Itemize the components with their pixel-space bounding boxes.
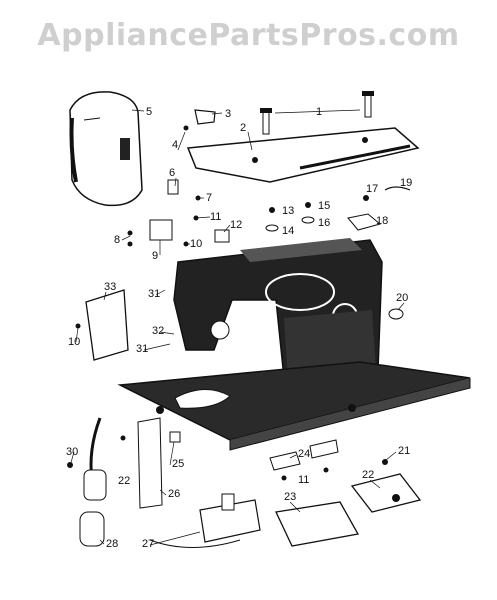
leader-1 [274,109,361,114]
top-screw-right[interactable] [362,91,374,118]
callout-8: 8 [114,234,120,246]
callout-16: 16 [318,217,330,229]
callout-17: 17 [366,183,378,195]
callout-3: 3 [225,108,231,120]
callout-10a: 10 [190,238,202,250]
callout-13: 13 [282,205,294,217]
callout-32: 32 [152,325,164,337]
callout-26: 26 [168,488,180,500]
machine-head[interactable] [173,238,383,380]
spool-parts[interactable] [265,186,411,232]
presser-foot-assembly[interactable] [149,493,261,548]
callout-15: 15 [318,200,330,212]
callout-24: 24 [298,448,310,460]
callout-1: 1 [316,106,322,118]
callout-11b: 11 [298,474,309,486]
slide-plate[interactable] [275,501,360,547]
callout-23: 23 [284,491,296,503]
callout-10b: 10 [68,336,80,348]
tension-assembly[interactable] [127,179,230,247]
callout-labels: 1 2 3 4 5 6 7 8 9 10 10 11 11 12 13 14 1… [66,106,412,550]
bobbin-cover[interactable] [350,459,422,513]
callout-21: 21 [398,445,410,457]
callout-6: 6 [169,167,175,179]
callout-27: 27 [142,538,154,550]
callout-7: 7 [206,192,212,204]
callout-5: 5 [146,106,152,118]
leader-lines [69,109,405,546]
callout-33: 33 [104,281,116,293]
callout-30: 30 [66,446,78,458]
top-cover-plate[interactable] [186,127,420,183]
callout-9: 9 [152,250,158,262]
callout-22b: 22 [118,475,130,487]
callout-11a: 11 [210,211,221,223]
thread-guide-bracket[interactable] [183,109,216,131]
callout-20: 20 [396,292,408,304]
callout-31b: 31 [136,343,148,355]
watermark-text: AppliancePartsPros.com [37,18,460,53]
callout-4: 4 [172,139,178,151]
callout-14: 14 [282,225,294,237]
callout-25: 25 [172,458,184,470]
callout-28: 28 [106,538,118,550]
callout-19: 19 [400,177,412,189]
callout-31a: 31 [148,288,160,300]
top-screw-left[interactable] [260,108,272,135]
callout-18: 18 [376,215,388,227]
hand-wheel-knob[interactable] [388,308,404,320]
callout-2: 2 [240,122,246,134]
callout-22a: 22 [362,469,374,481]
side-cover-plate[interactable] [75,289,129,361]
face-cover[interactable] [69,91,143,207]
callout-12: 12 [230,219,242,231]
bed-plate[interactable] [117,361,471,451]
bobbin-winder-assembly[interactable] [67,417,181,547]
